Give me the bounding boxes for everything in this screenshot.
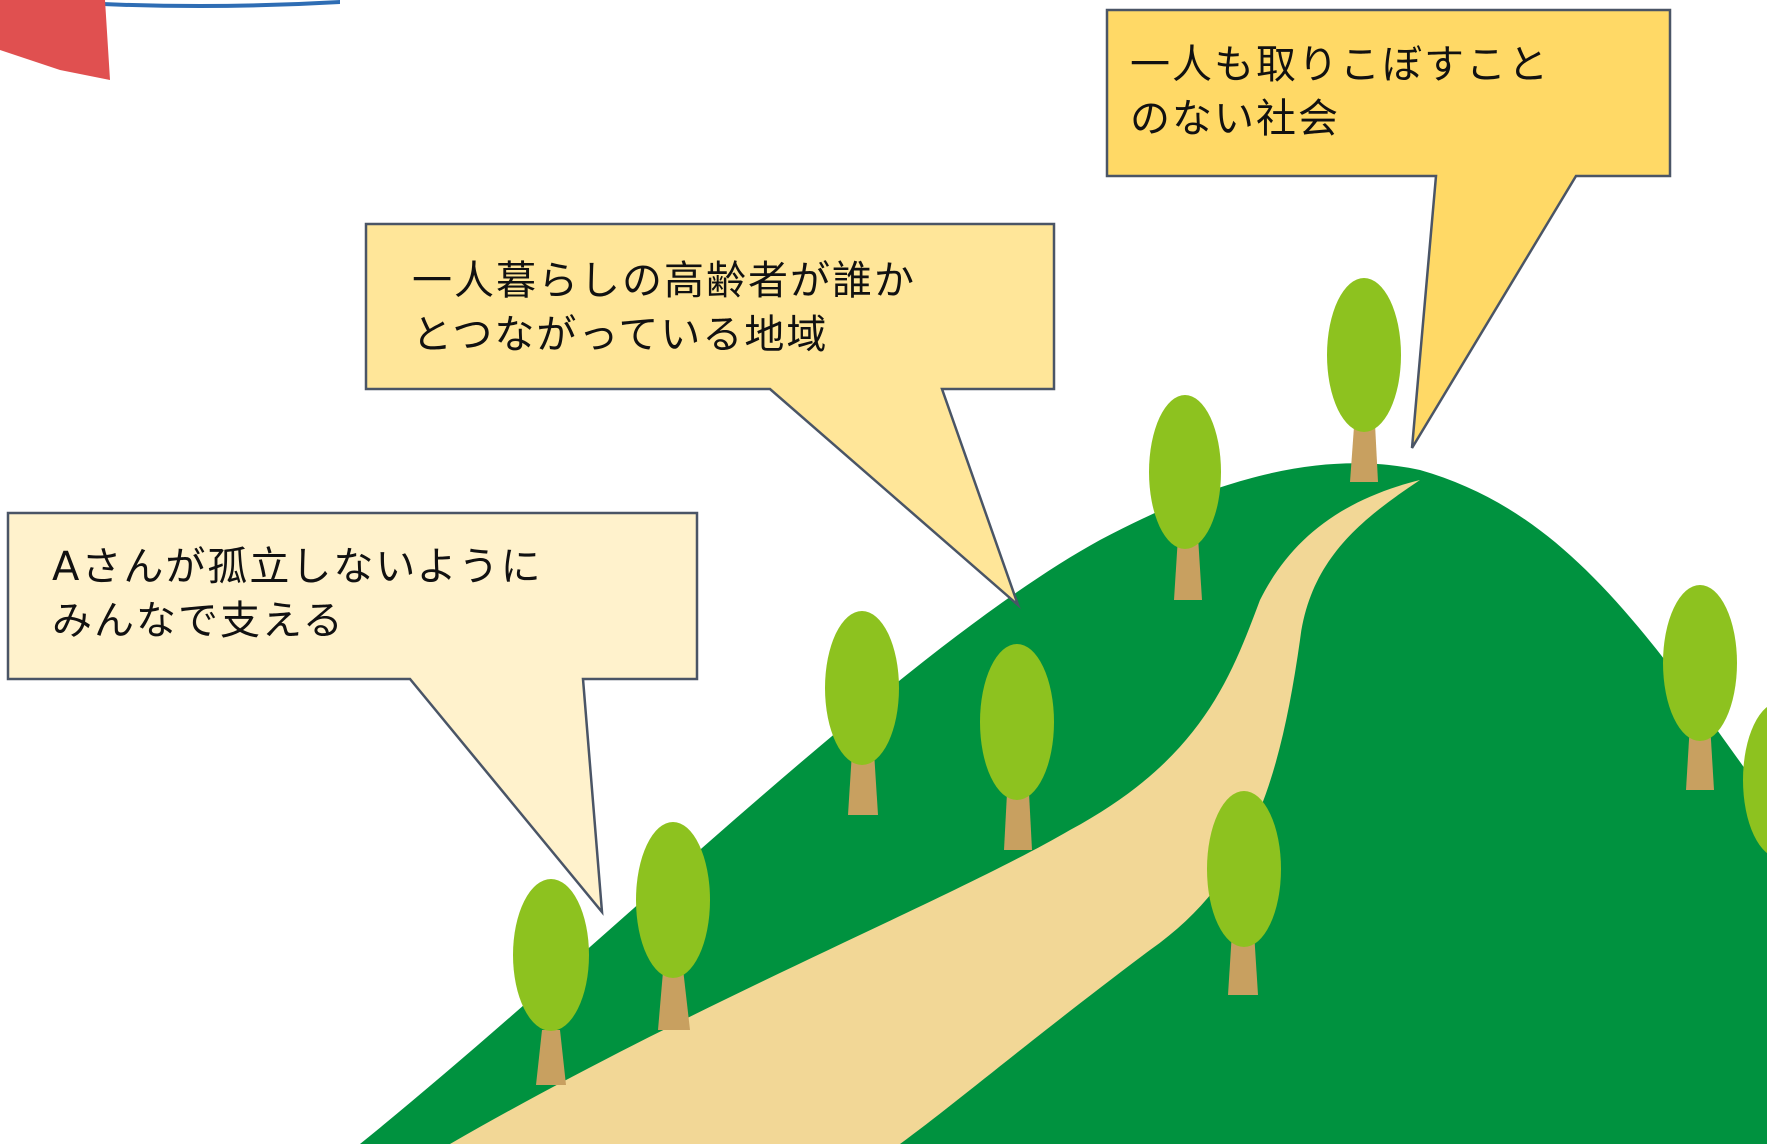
speech-bubble-c <box>1105 8 1672 449</box>
speech-bubble-a <box>6 511 699 916</box>
tree-icon <box>513 879 589 1085</box>
bubble-a-line-1: Aさんが孤立しないように <box>52 544 543 590</box>
bubble-b-text: 一人暮らしの高齢者が誰か とつながっている地域 <box>412 254 916 362</box>
bubble-c-line-1: 一人も取りこぼすこと <box>1130 42 1550 88</box>
bubble-a-line-2: みんなで支える <box>52 598 345 644</box>
tree-icon <box>1327 278 1401 482</box>
tree-icon <box>980 644 1054 850</box>
tree-icon <box>1663 585 1737 790</box>
bubble-b-line-2: とつながっている地域 <box>412 312 829 358</box>
bubble-a-text: Aさんが孤立しないように みんなで支える <box>52 540 543 648</box>
tree-icon <box>1149 395 1221 600</box>
bubble-c-text: 一人も取りこぼすこと のない社会 <box>1130 38 1550 146</box>
hill-illustration <box>360 463 1767 1144</box>
bubble-c-line-2: のない社会 <box>1130 96 1340 142</box>
speech-bubble-b <box>364 222 1056 610</box>
bubble-b-line-1: 一人暮らしの高齢者が誰か <box>412 258 916 304</box>
tree-icon <box>636 822 710 1030</box>
tree-icon <box>1207 791 1281 995</box>
tree-icon <box>1743 706 1767 854</box>
banner-decoration <box>0 0 340 80</box>
tree-icon <box>825 611 899 815</box>
